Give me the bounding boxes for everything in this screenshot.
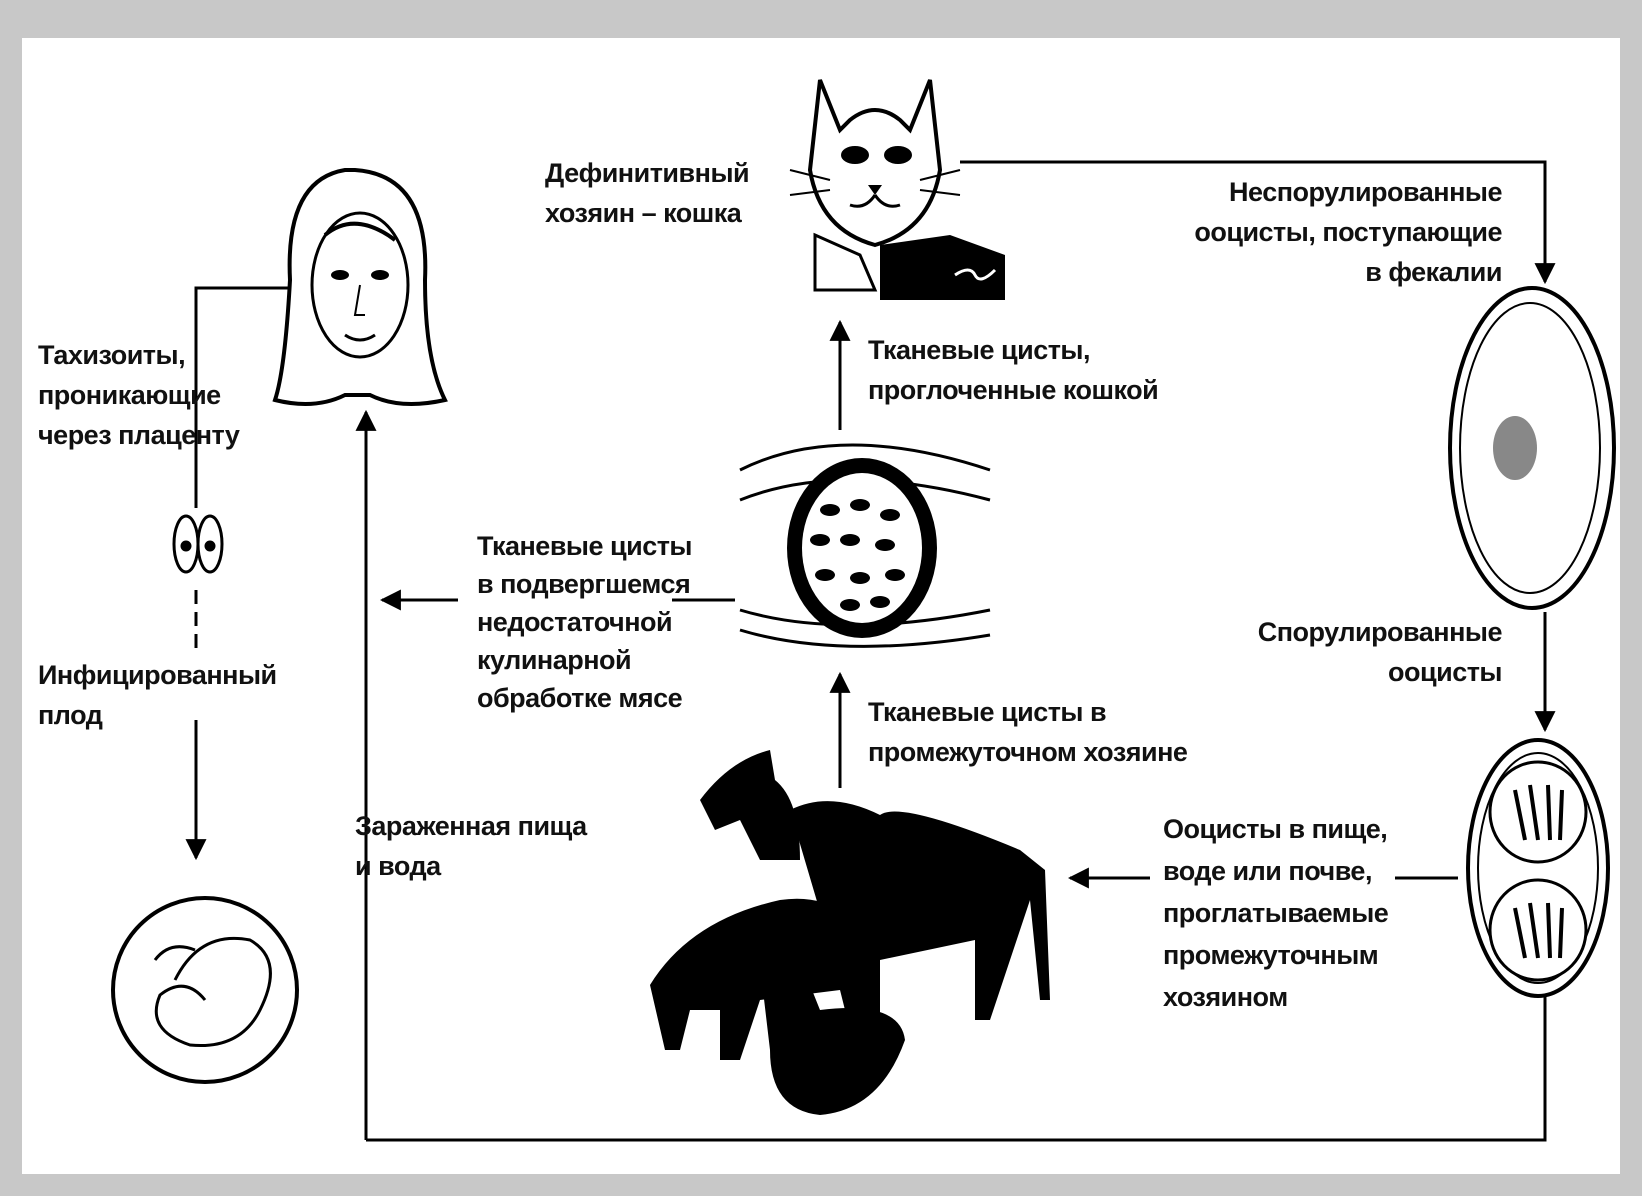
label-unsporulated-oocysts: Неспорулированные ооцисты, поступающие в… xyxy=(1160,172,1502,292)
label-tissue-cysts-cat: Тканевые цисты, проглоченные кошкой xyxy=(868,330,1158,410)
label-sporulated-oocysts: Спорулированные ооцисты xyxy=(1240,612,1502,692)
label-tachyzoites: Тахизоиты, проникающие через плаценту xyxy=(38,335,239,455)
woman-illustration xyxy=(275,170,445,404)
label-oocysts-ingested: Ооцисты в пище, воде или почве, проглаты… xyxy=(1163,808,1388,1018)
label-definitive-host: Дефинитивный хозяин – кошка xyxy=(545,153,749,233)
label-undercooked-meat: Тканевые цисты в подвергшемся недостаточ… xyxy=(477,527,692,717)
unsporulated-oocyst-illustration xyxy=(1450,288,1614,608)
label-infected-fetus: Инфицированный плод xyxy=(38,655,277,735)
tachyzoites-illustration xyxy=(174,516,222,572)
cat-illustration xyxy=(790,80,1005,300)
animals-illustration xyxy=(650,750,1050,1115)
tissue-cyst-illustration xyxy=(740,445,990,646)
fetus-illustration xyxy=(113,898,297,1082)
label-contaminated-food: Зараженная пища и вода xyxy=(355,806,587,886)
sporulated-oocyst-illustration xyxy=(1468,740,1608,996)
label-tissue-cysts-intermediate: Тканевые цисты в промежуточном хозяине xyxy=(868,692,1187,772)
